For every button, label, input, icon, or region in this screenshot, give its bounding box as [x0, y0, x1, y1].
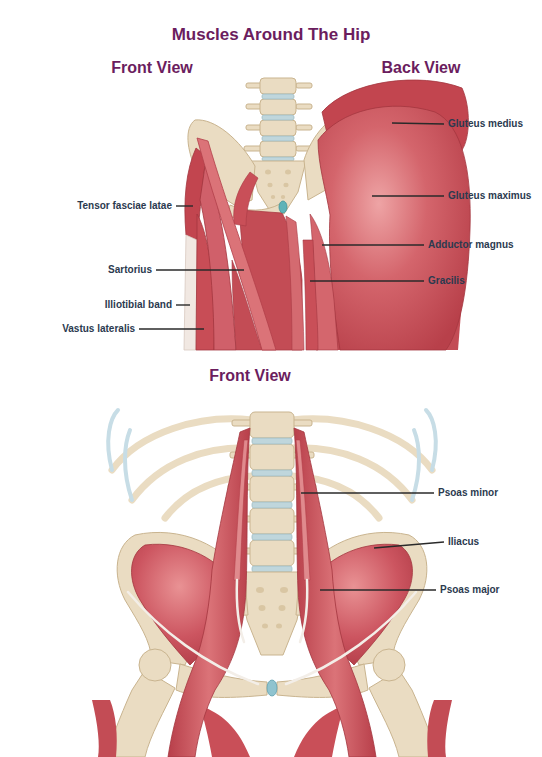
tendon: [128, 592, 258, 684]
leader-line: [301, 492, 434, 493]
costal-cartilage: [426, 410, 436, 470]
sacral-foramina: [281, 195, 285, 199]
lumbar-spine: [232, 420, 252, 426]
lumbar-spine: [260, 99, 296, 115]
leader-line: [139, 328, 204, 329]
lumbar-spine: [260, 78, 296, 94]
sacral-foramina: [265, 170, 271, 175]
iliopsoas-muscle: [234, 172, 258, 226]
adductor-muscle: [294, 705, 344, 757]
sacral-foramina: [256, 587, 264, 593]
intervertebral-disc: [252, 534, 292, 540]
lumbar-spine: [250, 476, 294, 502]
intervertebral-disc: [262, 94, 294, 161]
leader-line: [156, 269, 244, 270]
intervertebral-disc: [252, 438, 292, 444]
sacral-foramina: [267, 183, 272, 187]
intervertebral-disc: [252, 470, 292, 476]
femoral-head: [373, 649, 405, 681]
sacral-foramina: [271, 195, 275, 199]
lumbar-spine: [250, 412, 294, 438]
sacral-foramina: [259, 605, 266, 611]
upper-figure: [184, 78, 470, 350]
muscle-label: Iliacus: [448, 536, 479, 548]
tendon: [128, 580, 416, 684]
lumbar-spine: [250, 540, 294, 566]
lumbar-spine: [244, 78, 314, 157]
costal-cartilage: [108, 410, 118, 470]
femoral-head: [139, 649, 171, 681]
leader-line: [374, 542, 444, 548]
lumbar-spine: [250, 444, 294, 470]
sacral-foramina: [283, 183, 288, 187]
lumbar-spine: [260, 141, 296, 157]
view-heading: Front View: [111, 58, 193, 77]
tendon: [237, 580, 244, 642]
muscle-label: Adductor magnus: [428, 239, 514, 251]
leader-line: [320, 589, 436, 590]
psoas-major-muscle: [168, 428, 250, 757]
intervertebral-disc: [262, 94, 294, 99]
sacral-foramina: [285, 170, 291, 175]
sacral-foramina: [262, 624, 268, 629]
lumbar-spine: [250, 508, 294, 534]
muscle-label: Tensor fasciae latae: [77, 200, 172, 212]
psoas-minor-muscle: [296, 440, 310, 580]
muscle-label: Psoas major: [440, 584, 499, 596]
lumbar-spine: [296, 83, 312, 88]
intervertebral-disc: [262, 136, 294, 141]
thigh-muscle: [427, 700, 452, 757]
lumbar-spine: [260, 120, 296, 136]
view-heading: Front View: [209, 366, 291, 385]
iliotibial-band: [184, 235, 197, 350]
intervertebral-disc: [252, 502, 292, 508]
intervertebral-disc: [262, 115, 294, 120]
lumbar-spine: [244, 146, 262, 151]
sacral-foramina: [276, 624, 282, 629]
pubic-symphysis: [279, 201, 287, 213]
gluteus-maximus-muscle: [318, 106, 470, 350]
leader-line: [310, 280, 424, 281]
muscle-label: Illiotibial band: [105, 299, 172, 311]
intervertebral-disc: [252, 438, 292, 572]
sacral-foramina: [279, 605, 286, 611]
leader-lines: [139, 123, 444, 590]
lumbar-spine: [292, 420, 312, 426]
diagram-title: Muscles Around The Hip: [172, 25, 371, 45]
muscle-label: Psoas minor: [438, 487, 498, 499]
muscle-label: Sartorius: [108, 264, 152, 276]
costal-cartilage: [125, 430, 132, 500]
leader-line: [322, 244, 424, 245]
muscle-label: Gluteus medius: [448, 118, 523, 130]
psoas-major-muscle: [294, 428, 376, 757]
lumbar-spine: [296, 104, 312, 109]
gracilis-muscle: [286, 216, 304, 350]
muscle-label: Vastus lateralis: [62, 323, 135, 335]
pubic-symphysis: [267, 680, 277, 696]
leader-line: [176, 205, 193, 206]
sartorius-muscle: [197, 138, 276, 350]
tendon: [300, 580, 307, 642]
costal-cartilage: [412, 430, 419, 500]
leader-line: [372, 195, 444, 196]
view-heading: Back View: [382, 58, 461, 77]
lower-figure: [92, 410, 452, 757]
muscle-label: Gluteus maximus: [448, 190, 531, 202]
intervertebral-disc: [252, 566, 292, 572]
adductor-muscle: [200, 705, 250, 757]
sacral-foramina: [265, 170, 291, 200]
muscle-label: Gracilis: [428, 275, 465, 287]
sacral-foramina: [256, 587, 288, 629]
thigh-muscle: [92, 700, 117, 757]
tendon: [286, 592, 416, 684]
gracilis-muscle: [303, 240, 318, 350]
leader-line: [392, 123, 444, 124]
leader-line: [176, 304, 190, 305]
sacral-foramina: [280, 587, 288, 593]
psoas-minor-muscle: [234, 440, 248, 580]
lumbar-spine: [296, 125, 312, 130]
intervertebral-disc: [262, 157, 294, 161]
